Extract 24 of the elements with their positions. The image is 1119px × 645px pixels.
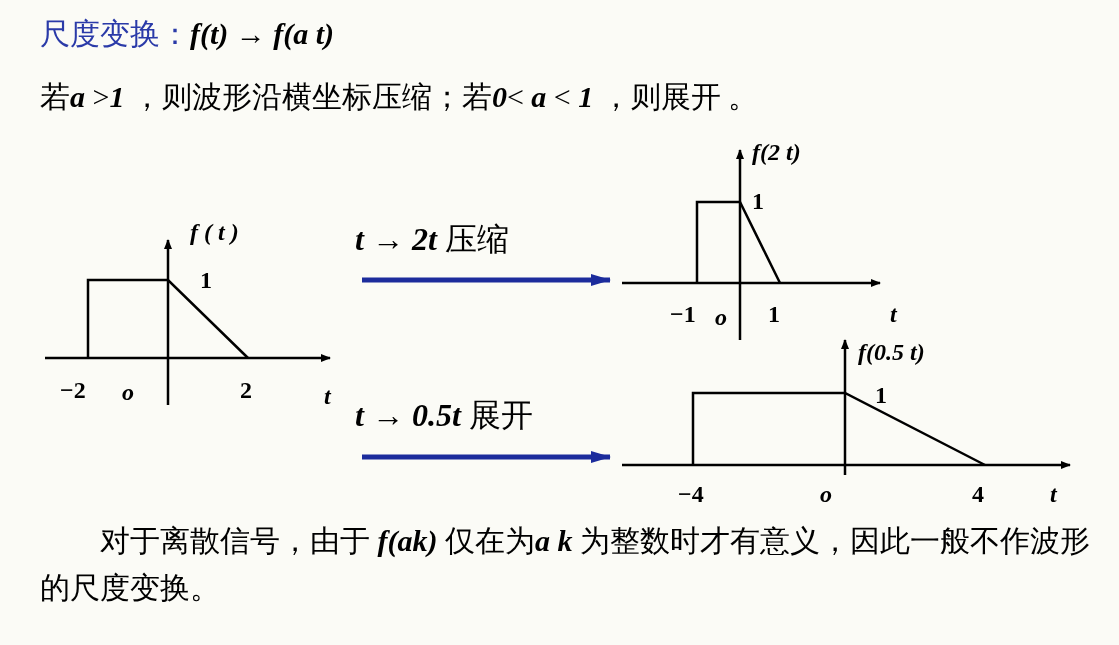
function-label: f(2 t) [752, 140, 801, 164]
function-label: f(0.5 t) [858, 340, 925, 364]
tick-label: −2 [60, 378, 86, 402]
axis-label: t [324, 384, 331, 408]
tick-label: o [122, 380, 134, 404]
tick-label: 1 [752, 189, 764, 213]
function-label: f ( t ) [190, 220, 239, 244]
slide-title: 尺度变换：f(t) → f(a t) [40, 16, 335, 52]
rule-sentence: 若a >1 ，则波形沿横坐标压缩；若0< a < 1 ，则展开 。 [40, 79, 760, 115]
tick-label: o [715, 305, 727, 329]
tick-label: −4 [678, 482, 704, 506]
transform-arrow [362, 451, 611, 463]
transform-arrow [362, 274, 611, 286]
tick-label: o [820, 482, 832, 506]
axis-label: t [1050, 482, 1057, 506]
tick-label: 1 [875, 383, 887, 407]
note-paragraph: 对于离散信号，由于 f(ak) 仅在为a k 为整数时才有意义，因此一般不作波形的尺度变换。 [40, 523, 1091, 606]
tick-label: 2 [240, 378, 252, 402]
tick-label: 1 [200, 268, 212, 292]
edge-label: t → 0.5t 展开 [355, 398, 533, 434]
tick-label: 1 [768, 302, 780, 326]
tick-label: −1 [670, 302, 696, 326]
tick-label: 4 [972, 482, 984, 506]
axis-label: t [890, 302, 897, 326]
